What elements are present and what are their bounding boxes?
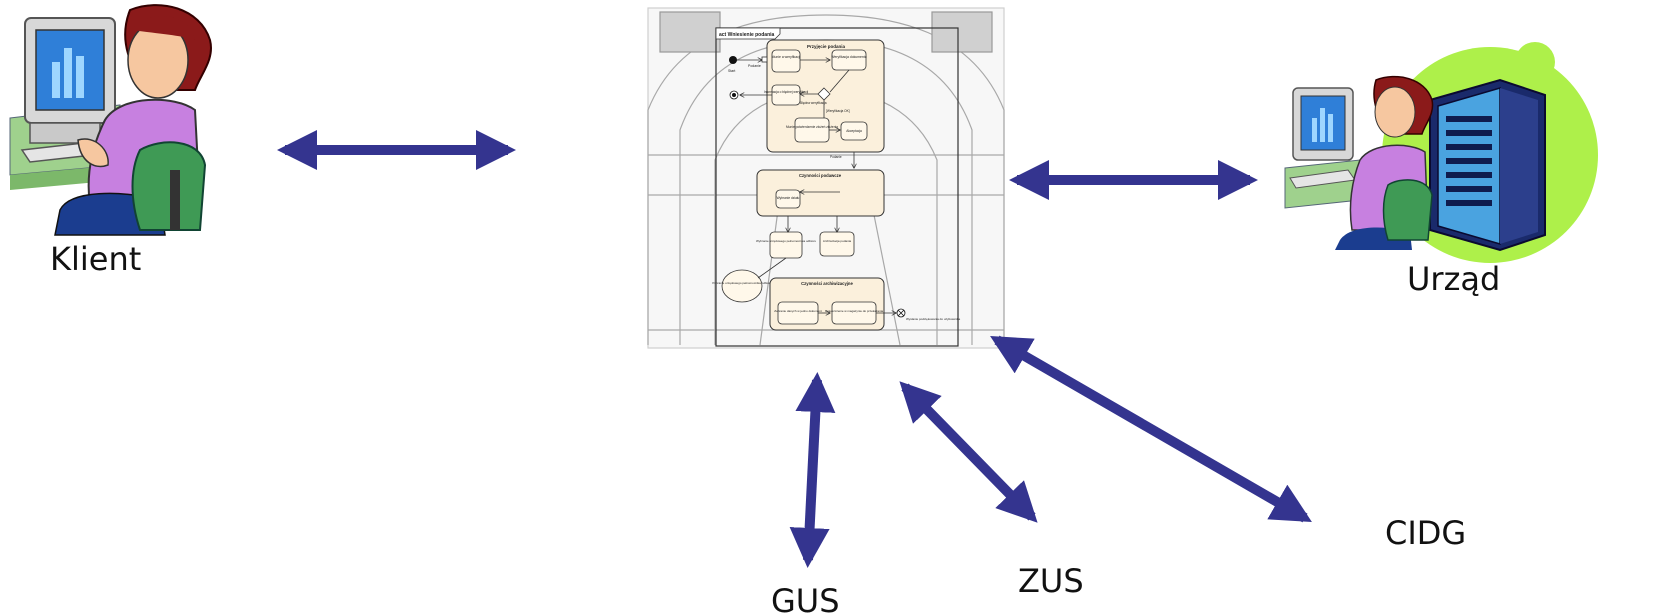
zus-label: ZUS xyxy=(1018,562,1084,600)
diagram-frame xyxy=(715,27,959,347)
activity-node-5 xyxy=(840,121,868,141)
urzad-label: Urząd xyxy=(1407,260,1500,298)
activity-6-label: Wybranie działu xyxy=(777,196,800,200)
activity-8-label: Archiwizacja podania xyxy=(823,239,852,243)
podanie-label-1: Podanie xyxy=(748,64,761,68)
urzad-illustration xyxy=(1284,42,1598,263)
activity-node-11 xyxy=(831,301,877,325)
server-rack-icon xyxy=(1429,78,1546,252)
activity-node-4 xyxy=(794,117,830,143)
activity-2-label: Weryfikacja dokumentu xyxy=(831,55,866,59)
activity-diagram: act Wniesienie podania Przyjęcie podania… xyxy=(712,27,961,347)
start-label: Start xyxy=(728,69,735,73)
klient-illustration xyxy=(9,4,212,236)
region-przyjecie-title: Przyjęcie podania xyxy=(807,44,846,49)
activity-1-label: Munie a weryfikacji xyxy=(772,55,801,59)
activity-node-2 xyxy=(831,49,867,71)
guard-ok-label: [Weryfikacja OK] xyxy=(826,109,850,113)
activity-7-label: Wybranie urzędowego pełnomocnika odbioru xyxy=(756,239,816,243)
gus-label: GUS xyxy=(771,582,840,614)
region-podawcze-title: Czynności podawcze xyxy=(799,173,842,178)
activity-4-label: Munie potwierdzenie złożeń złożenia xyxy=(786,125,838,129)
activity-node-10 xyxy=(777,301,819,325)
computer-monitor-icon xyxy=(1289,87,1356,189)
region-archiwizacyjne-title: Czynności archiwizacyjne xyxy=(801,281,853,286)
activity-9-label: Pobranie urzędowego pełnomocnika odbioru xyxy=(712,281,772,285)
activity-node-8 xyxy=(819,231,855,257)
arrow-zus xyxy=(899,381,1038,523)
activity-3-label: Informacja o błędnej weryfikacji xyxy=(764,90,809,94)
computer-monitor-icon xyxy=(20,17,122,163)
office-chair-icon xyxy=(1382,179,1433,241)
guard-bad-label: Błędna weryfikacja xyxy=(800,101,827,105)
end-label: Wysłanie podziękowania do użytkownika xyxy=(906,317,961,321)
start-node xyxy=(729,56,737,64)
activity-11-label: Umieszczenie w magazynie do przekazania xyxy=(825,309,884,313)
activity-node-6 xyxy=(775,189,801,209)
frame-title: act Wniesienie podania xyxy=(719,32,775,38)
arrow-gus xyxy=(789,372,836,568)
activity-5-label: Akceptacja xyxy=(846,129,862,133)
cidg-label: CIDG xyxy=(1385,514,1466,552)
activity-node-1 xyxy=(771,49,801,73)
activity-node-3 xyxy=(771,84,801,106)
podanie-label-2: Podanie xyxy=(830,155,842,159)
activity-10-label: Zebranie danych w jedno dokument xyxy=(774,309,822,313)
arrow-cidg xyxy=(990,335,1312,523)
klient-label: Klient xyxy=(50,240,141,278)
office-chair-icon xyxy=(131,141,207,231)
activity-node-9 xyxy=(721,269,763,303)
activity-node-7 xyxy=(769,231,803,259)
